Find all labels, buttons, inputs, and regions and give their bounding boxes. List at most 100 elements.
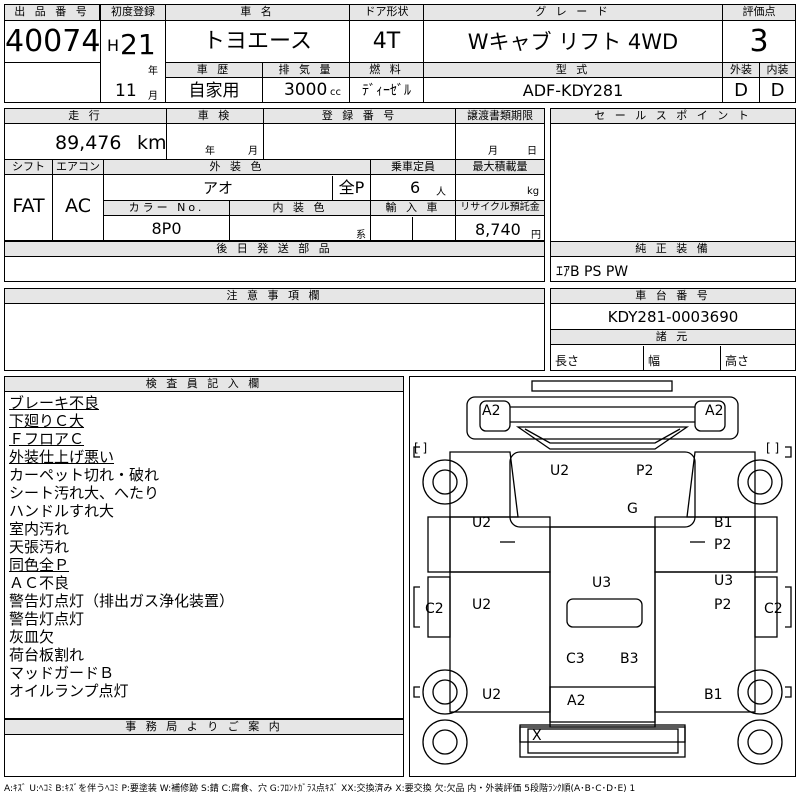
year-unit: 年 xyxy=(148,66,158,77)
chassis-value: KDY281-0003690 xyxy=(607,308,739,326)
shift-value: FAT xyxy=(12,195,45,217)
mark-frame-b3: B3 xyxy=(620,651,639,667)
mark-center-u3: U3 xyxy=(592,575,612,591)
recycle-unit: 円 xyxy=(531,230,541,241)
mileage-value: 89,476 xyxy=(55,132,122,154)
shift-label: シフト xyxy=(5,160,52,175)
inspector-line: 警告灯点灯（排出ガス浄化装置） xyxy=(9,592,235,610)
inspector-line: シート汚れ大、へたり xyxy=(9,484,160,502)
bracket-right-front: [ ] xyxy=(766,441,780,455)
mileage-unit: km xyxy=(137,132,167,154)
equipment-box xyxy=(550,241,796,282)
doors-label: ドア形状 xyxy=(350,5,423,21)
ext-color-label: 外 装 色 xyxy=(104,160,370,175)
inspector-line: 警告灯点灯 xyxy=(9,610,85,628)
transfer-label: 譲渡書類期限 xyxy=(456,109,544,124)
grade-value: Wキャブ リフト 4WD xyxy=(467,30,679,54)
mark-cab-u2: U2 xyxy=(550,463,570,479)
inspector-line: 下廻りＣ大 xyxy=(9,412,85,430)
model-value: ADF-KDY281 xyxy=(522,81,624,100)
max-load-label: 最大積載量 xyxy=(456,160,544,175)
inspector-line: カーペット切れ・破れ xyxy=(9,466,160,484)
header-table xyxy=(4,4,796,103)
month-value: 11 xyxy=(115,81,137,101)
inspector-line: 天張汚れ xyxy=(9,538,70,556)
height-label: 高さ xyxy=(725,354,750,368)
interior-value: D xyxy=(770,80,785,101)
doors-value: 4T xyxy=(372,29,401,54)
first-reg-label: 初度登録 xyxy=(101,5,165,21)
delivery-box xyxy=(4,241,545,282)
interior-label: 内装 xyxy=(760,63,795,78)
fuel-label: 燃 料 xyxy=(350,63,423,78)
inspector-line: オイルランプ点灯 xyxy=(9,682,129,700)
office-label: 事 務 局 よ り ご 案 内 xyxy=(5,720,403,735)
history-value: 自家用 xyxy=(188,81,240,101)
sales-box xyxy=(550,108,796,242)
capacity-unit: 人 xyxy=(436,187,446,198)
mark-right-side-c2: C2 xyxy=(764,601,783,617)
capacity-label: 乗車定員 xyxy=(371,160,455,175)
mark-left-side-c2: C2 xyxy=(425,601,444,617)
inspector-line: 室内汚れ xyxy=(9,520,70,538)
inspector-label: 検 査 員 記 入 欄 xyxy=(5,377,403,392)
max-load-unit: kg xyxy=(527,186,540,197)
history-label: 車 歴 xyxy=(166,63,262,78)
mark-rear-left-u2: U2 xyxy=(482,687,502,703)
mark-right-bed-p2: P2 xyxy=(714,597,732,613)
car-name-label: 車 名 xyxy=(166,5,349,21)
mark-bumper-x: X xyxy=(532,728,542,744)
inspection-year-unit: 年 xyxy=(205,146,215,157)
capacity-value: 6 xyxy=(410,178,421,197)
ext-color-value: アオ xyxy=(202,179,233,197)
score-value: 3 xyxy=(749,24,769,59)
chassis-label: 車 台 番 号 xyxy=(551,289,795,304)
mileage-label: 走 行 xyxy=(5,109,166,124)
inspector-line: ハンドルすれ大 xyxy=(9,502,115,520)
exterior-value: D xyxy=(734,80,748,101)
import-label: 輸 入 車 xyxy=(371,201,455,216)
transfer-day-unit: 日 xyxy=(527,146,537,157)
transfer-month-unit: 月 xyxy=(488,146,498,157)
legend-text: A:ｷｽﾞ U:ﾍｺﾐ B:ｷｽﾞを伴うﾍｺﾐ P:要塗装 W:補修跡 S:錆 … xyxy=(4,784,636,794)
ac-value: AC xyxy=(65,195,91,217)
ac-label: エアコン xyxy=(53,160,103,175)
inspector-line: 荷台板割れ xyxy=(9,646,85,664)
mark-right-door-p2: P2 xyxy=(714,537,732,553)
month-unit: 月 xyxy=(148,91,158,102)
inspector-line: マッドガードＢ xyxy=(9,664,115,682)
recycle-value: 8,740 xyxy=(475,220,521,239)
exterior-label: 外装 xyxy=(723,63,759,78)
mark-front-left-a2: A2 xyxy=(482,403,501,419)
bracket-left-front: [ ] xyxy=(414,441,428,455)
sales-label: セ ー ル ス ポ イ ン ト xyxy=(551,109,795,124)
inspector-line: 灰皿欠 xyxy=(9,628,55,646)
inspector-line: ＡＣ不良 xyxy=(9,574,70,592)
lot-no-value: 40074 xyxy=(5,24,100,59)
mark-cab-p2: P2 xyxy=(636,463,654,479)
color-no-label: カラー No. xyxy=(104,201,229,216)
era-value: H xyxy=(107,36,120,55)
dims-label: 諸 元 xyxy=(551,330,795,345)
displacement-value: 3000 xyxy=(284,80,328,100)
equipment-value: ｴｱB PS PW xyxy=(556,264,629,280)
mark-glass-g: G xyxy=(627,501,638,517)
mark-front-right-a2: A2 xyxy=(705,403,724,419)
mark-left-bed-u2: U2 xyxy=(472,597,492,613)
inspector-line: ＦフロアＣ xyxy=(9,430,85,448)
int-color-unit: 系 xyxy=(356,230,366,241)
inspector-line: 外装仕上げ悪い xyxy=(9,448,115,466)
mark-left-door-u2: U2 xyxy=(472,515,492,531)
mark-rear-right-b1: B1 xyxy=(704,687,723,703)
notes-box xyxy=(4,288,545,371)
reg-no-label: 登 録 番 号 xyxy=(264,109,455,124)
model-label: 型 式 xyxy=(424,63,722,78)
inspector-line: ブレーキ不良 xyxy=(9,394,100,412)
displacement-unit: cc xyxy=(330,87,341,98)
color-no-value: 8P0 xyxy=(151,219,182,238)
equipment-label: 純 正 装 備 xyxy=(551,242,795,257)
mark-right-door-b1: B1 xyxy=(714,515,733,531)
truck-outline xyxy=(413,380,792,765)
car-name-value: トヨエース xyxy=(203,29,312,54)
